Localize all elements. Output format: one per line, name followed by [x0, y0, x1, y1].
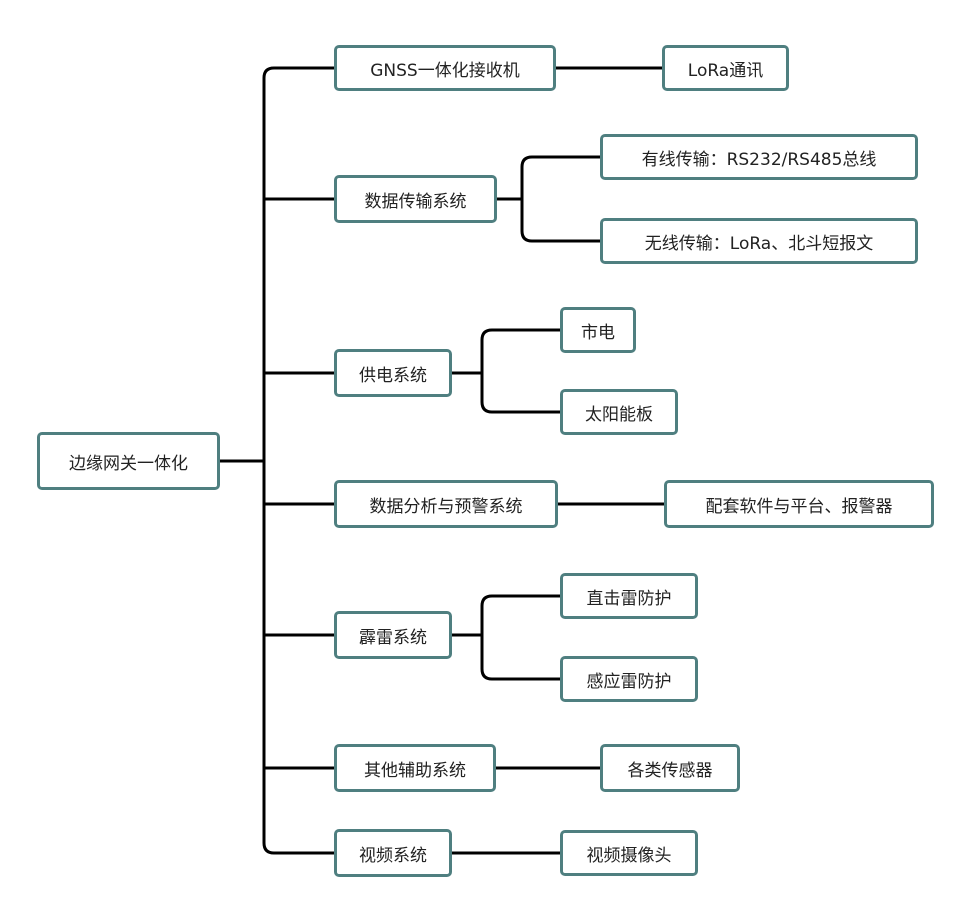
leaf-induced-lightning[interactable]: 感应雷防护: [560, 656, 698, 702]
root-node[interactable]: 边缘网关一体化: [37, 432, 220, 490]
leaf-video-camera[interactable]: 视频摄像头: [560, 830, 698, 876]
leaf-wired-transmission[interactable]: 有线传输：RS232/RS485总线: [600, 134, 918, 180]
branch-data-analysis-warning[interactable]: 数据分析与预警系统: [334, 480, 558, 528]
leaf-sensors[interactable]: 各类传感器: [600, 744, 740, 792]
branch-gnss-receiver[interactable]: GNSS一体化接收机: [334, 45, 556, 91]
leaf-lora-comm[interactable]: LoRa通讯: [662, 45, 789, 91]
leaf-wireless-transmission[interactable]: 无线传输：LoRa、北斗短报文: [600, 218, 918, 264]
leaf-direct-lightning[interactable]: 直击雷防护: [560, 573, 698, 619]
branch-auxiliary[interactable]: 其他辅助系统: [334, 744, 496, 792]
leaf-software-alarm[interactable]: 配套软件与平台、报警器: [664, 480, 934, 528]
branch-data-transmission[interactable]: 数据传输系统: [334, 175, 497, 223]
branch-lightning[interactable]: 霹雷系统: [334, 611, 452, 659]
leaf-solar-panel[interactable]: 太阳能板: [560, 389, 678, 435]
leaf-mains-power[interactable]: 市电: [560, 307, 636, 353]
branch-video[interactable]: 视频系统: [334, 829, 452, 877]
branch-power-supply[interactable]: 供电系统: [334, 349, 452, 397]
